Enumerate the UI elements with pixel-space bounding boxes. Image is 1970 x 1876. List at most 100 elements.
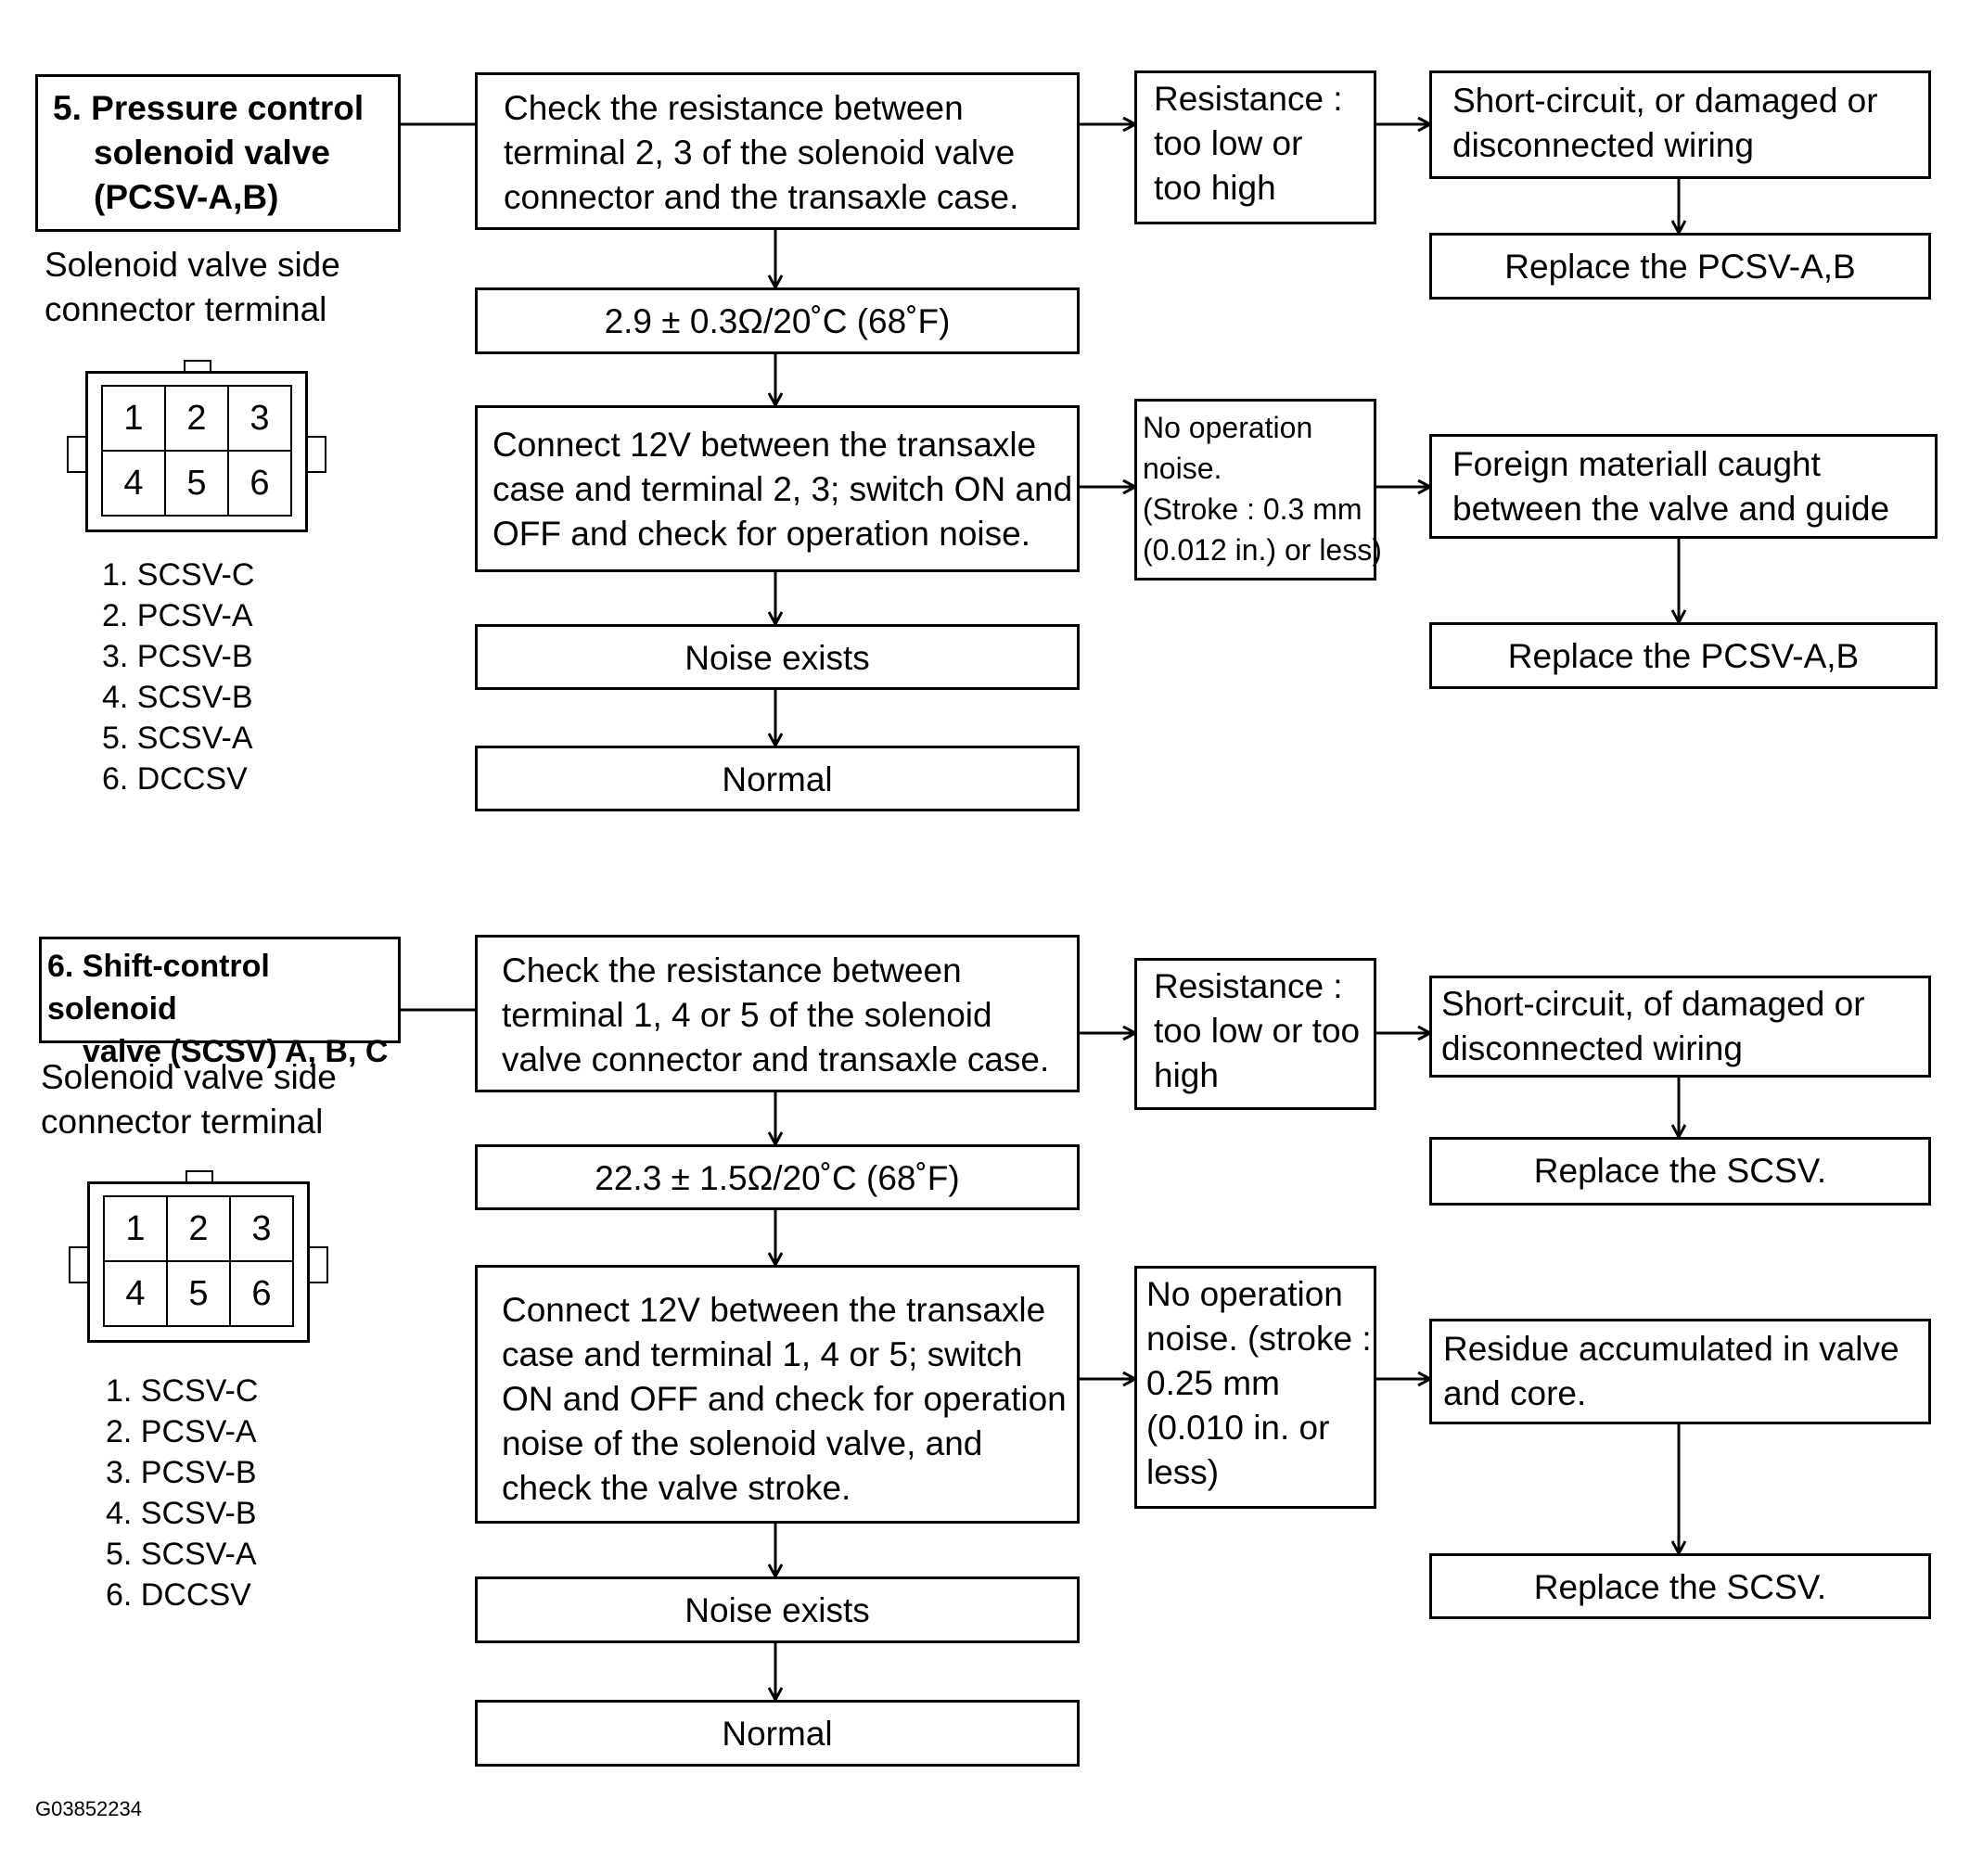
spec-box: 2.9 ± 0.3Ω/20˚C (68˚F) — [475, 287, 1080, 354]
section-title-pcsv: 5. Pressure control solenoid valve (PCSV… — [35, 74, 401, 232]
title-line: valve (SCSV) A, B, C — [83, 1034, 389, 1069]
box-line: ON and OFF and check for operation — [502, 1380, 1067, 1418]
connector-caption: Solenoid valve side connector terminal — [41, 1055, 337, 1144]
spec-box-2: 22.3 ± 1.5Ω/20˚C (68˚F) — [475, 1144, 1080, 1210]
resistance-fault-box-2: Resistance : too low or too high — [1134, 958, 1376, 1110]
box-line: less) — [1146, 1453, 1220, 1491]
box-line: case and terminal 2, 3; switch ON and — [492, 470, 1073, 508]
check-resistance-box: Check the resistance between terminal 2,… — [475, 72, 1080, 230]
box-line: terminal 2, 3 of the solenoid valve — [504, 134, 1016, 172]
pin-1: 1 — [103, 1195, 168, 1262]
box-line: disconnected wiring — [1452, 126, 1754, 164]
box-line: Foreign materiall caught — [1452, 445, 1821, 483]
caption-line: connector terminal — [45, 290, 327, 328]
normal-label: Normal — [722, 760, 833, 798]
box-line: noise of the solenoid valve, and — [502, 1424, 983, 1462]
box-line: OFF and check for operation noise. — [492, 515, 1030, 553]
pin-3: 3 — [229, 1195, 294, 1262]
normal-label: Normal — [722, 1715, 833, 1753]
figure-id: G03852234 — [35, 1797, 142, 1820]
pin-4: 4 — [101, 450, 166, 517]
connector-diagram: 1 2 3 4 5 6 — [67, 360, 326, 532]
box-line: No operation — [1146, 1275, 1343, 1313]
terminal-list: 1. SCSV-C 2. PCSV-A 3. PCSV-B 4. SCSV-B … — [106, 1371, 258, 1615]
list-item: 4. SCSV-B — [102, 680, 253, 715]
list-item: 1. SCSV-C — [102, 557, 255, 593]
box-line: No operation — [1143, 411, 1313, 444]
list-item: 5. SCSV-A — [102, 721, 253, 756]
terminal-list: 1. SCSV-C 2. PCSV-A 3. PCSV-B 4. SCSV-B … — [102, 555, 254, 799]
title-line: 5. Pressure control — [53, 89, 365, 127]
box-line: high — [1154, 1056, 1219, 1094]
section-title-scsv: 6. Shift-control solenoid valve (SCSV) A… — [39, 937, 401, 1069]
replace-label: Replace the SCSV. — [1533, 1152, 1827, 1190]
noise-exists-label: Noise exists — [684, 1591, 870, 1629]
connector-tab-right — [306, 436, 326, 473]
pin-2: 2 — [164, 385, 229, 452]
replace-scsv-box-1: Replace the SCSV. — [1429, 1137, 1931, 1206]
caption-line: connector terminal — [41, 1103, 324, 1141]
box-line: Connect 12V between the transaxle — [492, 426, 1037, 464]
box-line: Resistance : — [1154, 80, 1343, 118]
connect-12v-box: Connect 12V between the transaxle case a… — [475, 405, 1080, 572]
connector-diagram: 1 2 3 4 5 6 — [69, 1170, 328, 1343]
connector-tab-right — [308, 1246, 328, 1283]
pin-6: 6 — [227, 450, 292, 517]
spec-value: 22.3 ± 1.5Ω/20˚C (68˚F) — [595, 1159, 960, 1197]
pin-4: 4 — [103, 1260, 168, 1327]
box-line: (0.012 in.) or less) — [1143, 533, 1382, 567]
normal-box: Normal — [475, 746, 1080, 811]
noise-exists-label: Noise exists — [684, 639, 870, 677]
replace-scsv-box-2: Replace the SCSV. — [1429, 1553, 1931, 1619]
box-line: Short-circuit, or damaged or — [1452, 82, 1878, 120]
connector-latch — [185, 1170, 213, 1183]
list-item: 4. SCSV-B — [106, 1496, 257, 1531]
title-line: (PCSV-A,B) — [94, 178, 279, 216]
list-item: 3. PCSV-B — [106, 1455, 257, 1490]
box-line: case and terminal 1, 4 or 5; switch — [502, 1335, 1023, 1373]
list-item: 6. DCCSV — [102, 761, 248, 797]
box-line: Short-circuit, of damaged or — [1441, 985, 1865, 1023]
connect-12v-box-2: Connect 12V between the transaxle case a… — [475, 1265, 1080, 1524]
noise-exists-box-2: Noise exists — [475, 1576, 1080, 1643]
normal-box-2: Normal — [475, 1700, 1080, 1767]
caption-line: Solenoid valve side — [45, 246, 340, 284]
spec-value: 2.9 ± 0.3Ω/20˚C (68˚F) — [604, 302, 951, 340]
box-line: Resistance : — [1154, 967, 1343, 1005]
check-resistance-box-2: Check the resistance between terminal 1,… — [475, 935, 1080, 1092]
box-line: between the valve and guide — [1452, 490, 1890, 528]
connector-housing: 1 2 3 4 5 6 — [85, 371, 308, 532]
box-line: too low or too — [1154, 1012, 1361, 1050]
box-line: (Stroke : 0.3 mm — [1143, 492, 1362, 526]
replace-label: Replace the PCSV-A,B — [1507, 637, 1860, 675]
list-item: 3. PCSV-B — [102, 639, 253, 674]
wiring-fault-box: Short-circuit, or damaged or disconnecte… — [1429, 70, 1931, 179]
pin-6: 6 — [229, 1260, 294, 1327]
box-line: disconnected wiring — [1441, 1029, 1743, 1067]
connector-tab-left — [67, 436, 87, 473]
noise-exists-box: Noise exists — [475, 624, 1080, 690]
box-line: Check the resistance between — [504, 89, 964, 127]
box-line: Residue accumulated in valve — [1443, 1330, 1900, 1368]
box-line: Check the resistance between — [502, 951, 962, 989]
box-line: too high — [1154, 169, 1276, 207]
box-line: connector and the transaxle case. — [504, 178, 1019, 216]
wiring-fault-box-2: Short-circuit, of damaged or disconnecte… — [1429, 976, 1931, 1078]
pin-5: 5 — [166, 1260, 231, 1327]
foreign-material-box: Foreign materiall caught between the val… — [1429, 434, 1938, 539]
replace-pcsv-box-2: Replace the PCSV-A,B — [1429, 622, 1938, 689]
connector-housing: 1 2 3 4 5 6 — [87, 1181, 310, 1343]
box-line: valve connector and transaxle case. — [502, 1040, 1050, 1078]
no-noise-box: No operation noise. (Stroke : 0.3 mm (0.… — [1134, 399, 1382, 581]
no-noise-box-2: No operation noise. (stroke : 0.25 mm (0… — [1134, 1266, 1376, 1509]
pin-3: 3 — [227, 385, 292, 452]
box-line: and core. — [1443, 1374, 1587, 1412]
box-line: too low or — [1154, 124, 1303, 162]
box-line: 0.25 mm — [1146, 1364, 1280, 1402]
box-line: check the valve stroke. — [502, 1469, 851, 1507]
replace-pcsv-box-1: Replace the PCSV-A,B — [1429, 233, 1931, 300]
title-line: solenoid valve — [94, 134, 330, 172]
list-item: 6. DCCSV — [106, 1577, 251, 1613]
residue-box: Residue accumulated in valve and core. — [1429, 1319, 1931, 1424]
